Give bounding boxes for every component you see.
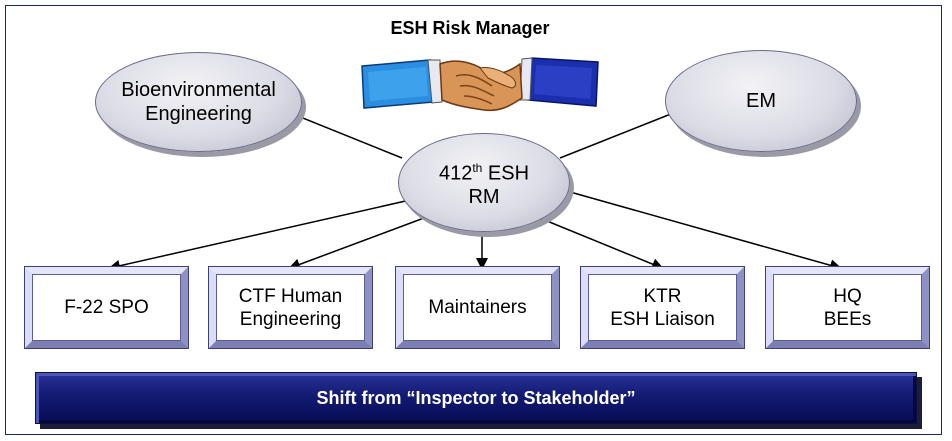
box-f22-spo: F-22 SPO <box>24 266 189 349</box>
box-label-line1: F-22 SPO <box>64 297 149 318</box>
node-label-line1: 412th ESH <box>438 160 530 185</box>
banner-text: Shift from “Inspector to Stakeholder” <box>316 387 636 408</box>
box-maintainers: Maintainers <box>395 266 560 349</box>
node-esh-rm: 412th ESH RM <box>398 133 570 232</box>
shift-banner: Shift from “Inspector to Stakeholder” <box>35 372 917 424</box>
box-label-line1: HQ <box>833 285 862 307</box>
node-label: EM <box>746 90 776 112</box>
diagram-title: ESH Risk Manager <box>390 18 550 38</box>
box-label-line1: Maintainers <box>428 297 527 318</box>
box-ktr-esh-liaison: KTR ESH Liaison <box>580 266 745 349</box>
node-bioenvironmental-engineering: Bioenvironmental Engineering <box>95 52 302 152</box>
box-label-line2: ESH Liaison <box>610 308 715 330</box>
box-label-line2: Engineering <box>239 308 342 330</box>
arrow-to-f22-spo <box>108 199 411 272</box>
arrow-to-bioenvironmental <box>276 106 403 159</box>
box-label-line2: BEEs <box>823 308 872 330</box>
box-label-line1: KTR <box>643 285 682 307</box>
box-label-line1: CTF Human <box>238 285 343 307</box>
arrow-to-hq <box>555 187 842 272</box>
arrow-to-ctf <box>288 211 441 271</box>
node-label-line2: Engineering <box>145 103 252 125</box>
box-hq-bees: HQ BEEs <box>765 266 930 349</box>
arrow-to-ktr <box>524 211 664 270</box>
handshake-icon <box>361 57 599 112</box>
node-label-line1: Bioenvironmental <box>121 79 276 101</box>
box-ctf-human-engineering: CTF Human Engineering <box>208 266 373 349</box>
node-label-line2: RM <box>468 186 500 209</box>
arrow-to-em <box>559 106 688 159</box>
node-em: EM <box>665 50 857 152</box>
